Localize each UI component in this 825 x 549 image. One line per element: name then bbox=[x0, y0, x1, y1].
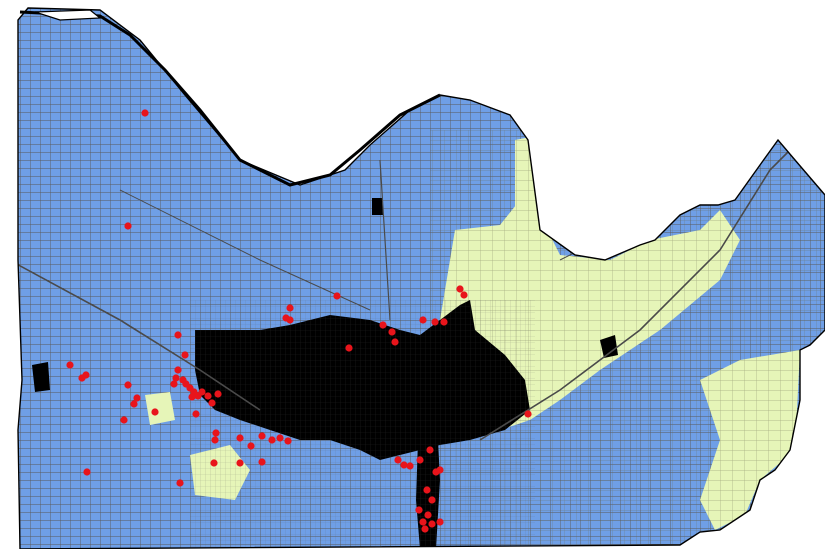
point-marker[interactable] bbox=[415, 506, 423, 514]
point-marker[interactable] bbox=[400, 461, 408, 469]
point-marker[interactable] bbox=[141, 109, 149, 117]
point-marker[interactable] bbox=[436, 518, 444, 526]
county-outline bbox=[17, 7, 825, 549]
point-marker[interactable] bbox=[426, 446, 434, 454]
point-marker[interactable] bbox=[133, 394, 141, 402]
point-marker[interactable] bbox=[236, 459, 244, 467]
point-marker[interactable] bbox=[120, 416, 128, 424]
point-marker[interactable] bbox=[286, 304, 294, 312]
point-marker[interactable] bbox=[172, 374, 180, 382]
point-marker[interactable] bbox=[286, 316, 294, 324]
point-marker[interactable] bbox=[192, 410, 200, 418]
north-spur bbox=[372, 198, 383, 215]
point-marker[interactable] bbox=[212, 429, 220, 437]
point-marker[interactable] bbox=[379, 321, 387, 329]
point-marker[interactable] bbox=[421, 525, 429, 533]
point-marker[interactable] bbox=[416, 456, 424, 464]
point-marker[interactable] bbox=[424, 511, 432, 519]
point-marker[interactable] bbox=[170, 380, 178, 388]
urban-core bbox=[32, 198, 618, 549]
point-marker[interactable] bbox=[174, 331, 182, 339]
point-marker[interactable] bbox=[214, 390, 222, 398]
point-marker[interactable] bbox=[210, 459, 218, 467]
point-marker[interactable] bbox=[66, 361, 74, 369]
point-marker[interactable] bbox=[440, 318, 448, 326]
point-marker[interactable] bbox=[78, 374, 86, 382]
point-marker[interactable] bbox=[247, 442, 255, 450]
point-marker[interactable] bbox=[524, 410, 532, 418]
point-marker[interactable] bbox=[406, 462, 414, 470]
point-marker[interactable] bbox=[174, 366, 182, 374]
point-marker[interactable] bbox=[276, 434, 284, 442]
river-island bbox=[34, 9, 102, 21]
point-marker[interactable] bbox=[268, 436, 276, 444]
point-marker[interactable] bbox=[333, 292, 341, 300]
east-enclave bbox=[600, 335, 618, 358]
point-marker[interactable] bbox=[236, 434, 244, 442]
point-marker[interactable] bbox=[394, 456, 402, 464]
highway-nw bbox=[18, 254, 261, 411]
point-marker[interactable] bbox=[419, 316, 427, 324]
point-marker[interactable] bbox=[211, 436, 219, 444]
point-marker[interactable] bbox=[436, 466, 444, 474]
urban-core-fine-grid bbox=[190, 300, 535, 549]
point-marker[interactable] bbox=[151, 408, 159, 416]
point-marker[interactable] bbox=[83, 468, 91, 476]
point-marker[interactable] bbox=[284, 437, 292, 445]
highway-ne bbox=[479, 149, 791, 441]
zone-b-sw-patch bbox=[145, 392, 175, 425]
point-marker[interactable] bbox=[204, 392, 212, 400]
point-marker[interactable] bbox=[130, 400, 138, 408]
point-marker[interactable] bbox=[423, 486, 431, 494]
point-marker[interactable] bbox=[456, 285, 464, 293]
point-marker[interactable] bbox=[198, 388, 206, 396]
point-marker[interactable] bbox=[419, 518, 427, 526]
point-marker[interactable] bbox=[431, 318, 439, 326]
point-locations bbox=[66, 109, 532, 533]
point-marker[interactable] bbox=[391, 338, 399, 346]
point-marker[interactable] bbox=[460, 291, 468, 299]
point-marker[interactable] bbox=[258, 432, 266, 440]
point-marker[interactable] bbox=[428, 496, 436, 504]
point-marker[interactable] bbox=[388, 328, 396, 336]
point-marker[interactable] bbox=[208, 399, 216, 407]
west-enclave bbox=[32, 362, 50, 392]
point-marker[interactable] bbox=[345, 344, 353, 352]
point-marker[interactable] bbox=[181, 351, 189, 359]
point-marker[interactable] bbox=[124, 222, 132, 230]
road-diag bbox=[119, 189, 371, 311]
point-marker[interactable] bbox=[124, 381, 132, 389]
point-marker[interactable] bbox=[176, 479, 184, 487]
point-marker[interactable] bbox=[258, 458, 266, 466]
point-marker[interactable] bbox=[428, 520, 436, 528]
point-marker[interactable] bbox=[188, 393, 196, 401]
road-north bbox=[379, 159, 391, 321]
